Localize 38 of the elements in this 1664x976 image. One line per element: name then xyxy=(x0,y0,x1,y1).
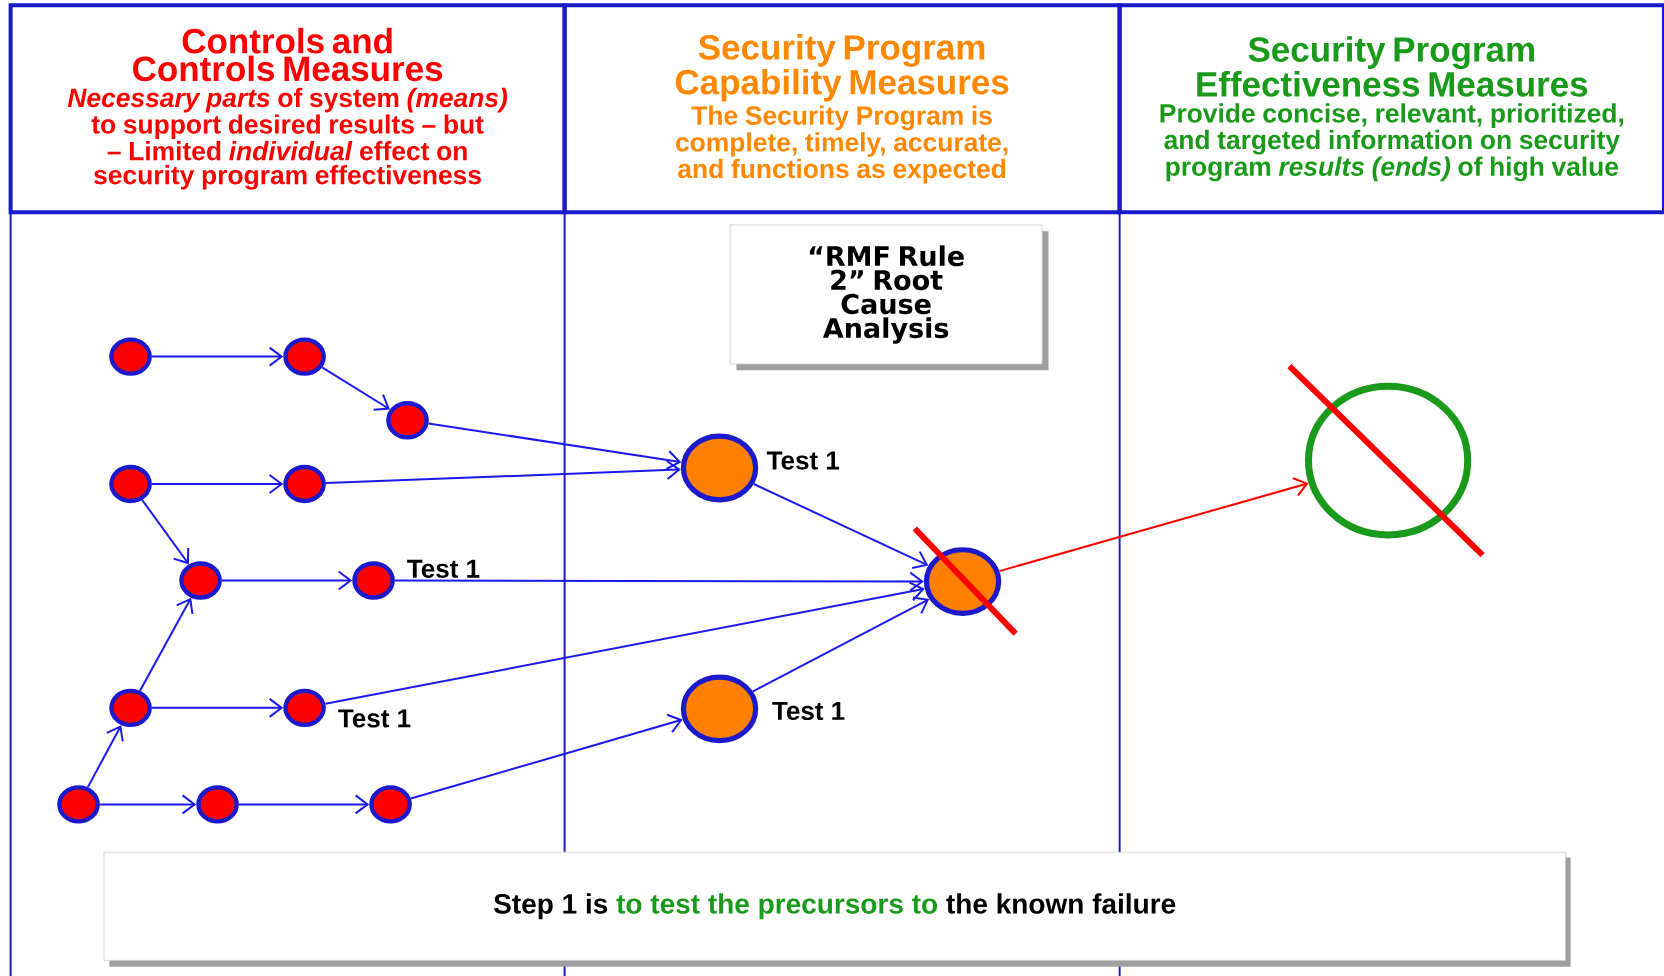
text-box: Step 1 is to test the precursors to the known failure xyxy=(103,851,1571,967)
circle-node xyxy=(196,785,239,824)
header-cell: Security Program Capability Measures The Security Program is complete, timely, accurate, and functions as expected xyxy=(562,3,1122,215)
node-label: Test 1 xyxy=(766,451,840,470)
circle-node xyxy=(283,337,326,376)
circle-node xyxy=(57,785,100,824)
arrow xyxy=(998,477,1309,573)
circle-node xyxy=(283,464,326,504)
arrow xyxy=(150,346,284,367)
arrow xyxy=(220,570,353,591)
arrow xyxy=(237,794,370,815)
arrow xyxy=(427,422,682,470)
arrow xyxy=(324,460,681,485)
arrow xyxy=(86,725,124,789)
circle-node xyxy=(109,688,152,728)
header-cell: Security Program Effectiveness Measures Provide concise, relevant, prioritized, and targeted information on security program results (ends) of high value xyxy=(1117,3,1664,215)
arrow xyxy=(98,794,197,815)
circle-node xyxy=(369,785,412,824)
circle-node xyxy=(109,337,152,376)
arrow xyxy=(139,597,194,692)
circle-node xyxy=(179,561,222,600)
arrow xyxy=(150,473,284,494)
arrow xyxy=(752,483,929,569)
circle-node xyxy=(386,401,429,440)
node-label: Test 1 xyxy=(772,701,845,721)
circle-node xyxy=(109,464,152,504)
arrow xyxy=(321,366,390,411)
arrow xyxy=(751,596,930,693)
arrow xyxy=(324,581,925,705)
arrow xyxy=(141,499,190,565)
header-cell: Controls and Controls Measures Necessary parts of system (means) to support desired results – but – Limited individual effect on security program effectiveness xyxy=(8,3,567,215)
arrow xyxy=(409,713,683,800)
arrow xyxy=(150,697,284,718)
text-box: “RMF Rule 2” Root Cause Analysis xyxy=(729,224,1049,371)
circle-node xyxy=(1305,382,1472,539)
node-label: Test 1 xyxy=(338,709,411,728)
node-label: Test 1 xyxy=(407,559,480,578)
arrow xyxy=(393,571,924,592)
